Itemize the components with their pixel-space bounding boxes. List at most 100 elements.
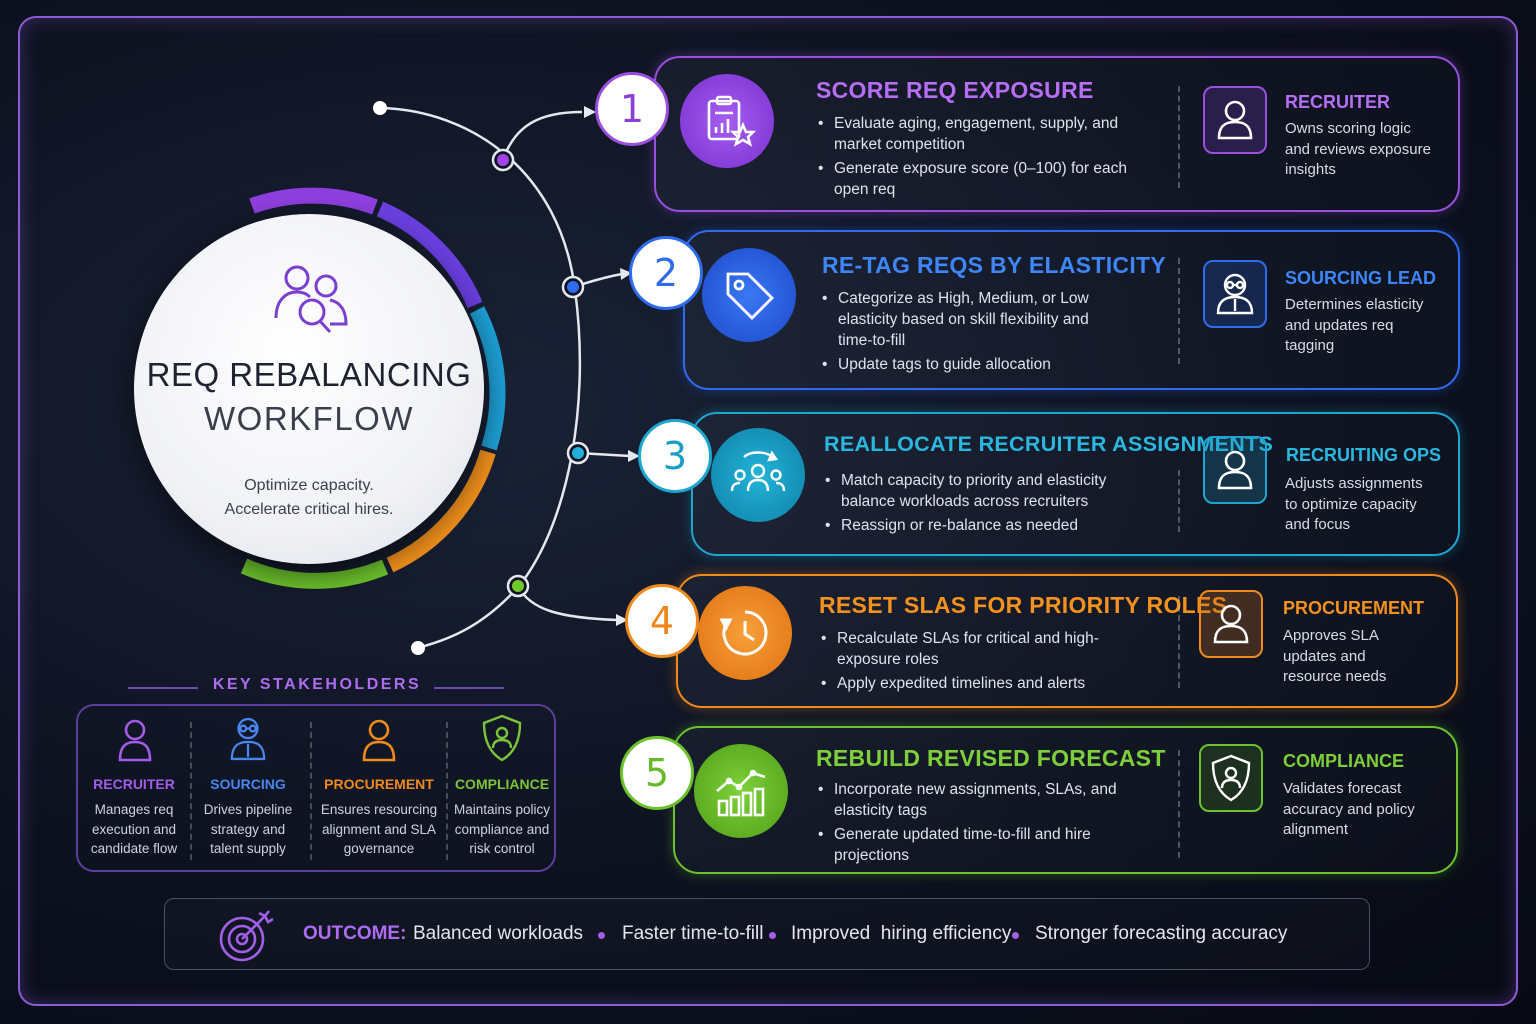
bullet: Generate exposure score (0–100) for each…: [818, 158, 1148, 200]
stakeholder-name: RECRUITER: [93, 776, 175, 792]
stakeholder-name: PROCUREMENT: [324, 776, 434, 792]
role-desc-3: Adjusts assignments to optimize capacity…: [1285, 475, 1423, 533]
shield-person-icon: [482, 714, 522, 762]
step-icon-1: [680, 74, 774, 168]
divider: [1178, 750, 1180, 858]
role-icon-box-4: [1199, 590, 1263, 658]
step-bullets-1: Evaluate aging, engagement, supply, and …: [818, 113, 1148, 203]
bullet: Reassign or re-balance as needed: [825, 515, 1145, 536]
step-title-4: RESET SLAS FOR PRIORITY ROLES: [819, 592, 1228, 618]
bar-trend-icon: [716, 769, 766, 817]
stakeholder-name: COMPLIANCE: [454, 776, 550, 792]
stakeholder-compliance: COMPLIANCE Maintains policy compliance a…: [450, 706, 554, 870]
hub-title: REQ REBALANCING: [146, 356, 472, 393]
bullet-dot: [598, 932, 605, 939]
bullet: Evaluate aging, engagement, supply, and …: [818, 113, 1148, 155]
hub-title-line2: WORKFLOW: [204, 400, 414, 437]
stakeholders-heading: KEY STAKEHOLDERS: [212, 676, 422, 693]
divider: [446, 722, 448, 860]
divider: [1178, 86, 1180, 188]
person-glasses-icon: [1216, 273, 1254, 315]
workflow-hub: REQ REBALANCING WORKFLOW Optimize capaci…: [134, 214, 484, 564]
step-icon-3: [711, 428, 805, 522]
step-number-5: 5: [620, 736, 694, 810]
role-desc-2: Determines elasticity and updates req ta…: [1285, 296, 1424, 354]
divider: [310, 722, 312, 860]
stakeholder-procurement: PROCUREMENT Ensures resourcing alignment…: [316, 706, 442, 870]
step-bullets-5: Incorporate new assignments, SLAs, and e…: [818, 779, 1118, 869]
stakeholder-sourcing: SOURCING Drives pipeline strategy and ta…: [196, 706, 300, 870]
hub-subtitle: Optimize capacity.: [244, 477, 374, 494]
role-icon-box-1: [1203, 86, 1267, 154]
clipboard-chart-star-icon: [707, 95, 757, 147]
person-icon: [1217, 450, 1253, 490]
bullet: Apply expedited timelines and alerts: [821, 673, 1121, 694]
clock-icon: [719, 610, 768, 656]
step-bullets-3: Match capacity to priority and elasticit…: [825, 470, 1145, 539]
role-desc-1: Owns scoring logic and reviews exposure …: [1285, 120, 1431, 178]
stakeholder-name: SOURCING: [210, 776, 286, 792]
stakeholder-desc: Ensures resourcing alignment and SLA gov…: [320, 802, 438, 856]
bullet: Recalculate SLAs for critical and high-e…: [821, 628, 1121, 670]
step-bullets-4: Recalculate SLAs for critical and high-e…: [821, 628, 1121, 697]
person-icon: [362, 719, 396, 762]
target-icon: [219, 910, 274, 962]
person-icon: [1217, 100, 1253, 140]
outcome-item: Stronger forecasting accuracy: [1035, 923, 1288, 944]
role-title-2: SOURCING LEAD: [1285, 268, 1437, 288]
role-desc-5: Validates forecast accuracy and policy a…: [1283, 780, 1415, 838]
role-icon-box-5: [1199, 744, 1263, 812]
step-title-3: REALLOCATE RECRUITER ASSIGNMENTS: [824, 432, 1274, 456]
divider: [1178, 470, 1180, 532]
step-title-5: REBUILD REVISED FORECAST: [816, 745, 1166, 771]
step-icon-5: [694, 744, 788, 838]
step-title-1: SCORE REQ EXPOSURE: [816, 77, 1094, 103]
people-search-icon: [274, 265, 348, 334]
ring-segment-purple: [249, 187, 378, 215]
tag-icon: [726, 272, 774, 320]
stakeholders-panel: RECRUITER Manages req execution and cand…: [76, 704, 556, 872]
step-bullets-2: Categorize as High, Medium, or Low elast…: [822, 288, 1122, 378]
outcome-item: Balanced workloads: [413, 923, 584, 944]
step-number-4: 4: [625, 584, 699, 658]
bullet-dot: [769, 932, 776, 939]
team-cycle-icon: [730, 450, 786, 492]
shield-person-icon: [1211, 754, 1251, 802]
role-icon-box-3: [1203, 436, 1267, 504]
role-title-4: PROCUREMENT: [1283, 598, 1425, 618]
divider: [128, 687, 198, 689]
outcome-item: Improved hiring efficiency: [791, 923, 1012, 944]
outer-frame: [18, 16, 1518, 1006]
role-title-3: RECRUITING OPS: [1286, 445, 1442, 465]
stakeholder-desc: Manages req execution and candidate flow: [90, 802, 178, 856]
step-number-3: 3: [638, 419, 712, 493]
divider: [1178, 258, 1180, 364]
person-icon: [1213, 604, 1249, 644]
step-number-1: 1: [595, 72, 669, 146]
bullet: Incorporate new assignments, SLAs, and e…: [818, 779, 1118, 821]
step-title-2: RE-TAG REQS BY ELASTICITY: [822, 252, 1167, 278]
outcome-label: OUTCOME:: [303, 923, 407, 944]
role-title-5: COMPLIANCE: [1283, 751, 1404, 771]
role-desc-4: Approves SLA updates and resource needs: [1283, 627, 1387, 685]
divider: [190, 722, 192, 860]
step-number-2: 2: [629, 236, 703, 310]
role-icon-box-2: [1203, 260, 1267, 328]
step-icon-2: [702, 248, 796, 342]
person-icon: [118, 719, 152, 762]
outcome-item: Faster time-to-fill: [622, 923, 764, 944]
stakeholder-desc: Maintains policy compliance and risk con…: [453, 802, 551, 856]
bullet: Match capacity to priority and elasticit…: [825, 470, 1145, 512]
divider: [1178, 596, 1180, 688]
stakeholder-desc: Drives pipeline strategy and talent supp…: [203, 802, 293, 856]
person-glasses-icon: [230, 717, 266, 761]
outcome-bar: OUTCOME: Balanced workloads Faster time-…: [164, 898, 1370, 970]
divider: [434, 687, 504, 689]
bullet: Categorize as High, Medium, or Low elast…: [822, 288, 1122, 351]
hub-subtitle-line2: Accelerate critical hires.: [224, 501, 394, 518]
step-icon-4: [698, 586, 792, 680]
bullet-dot: [1012, 932, 1019, 939]
bullet: Generate updated time-to-fill and hire p…: [818, 824, 1118, 866]
role-title-1: RECRUITER: [1285, 92, 1391, 112]
